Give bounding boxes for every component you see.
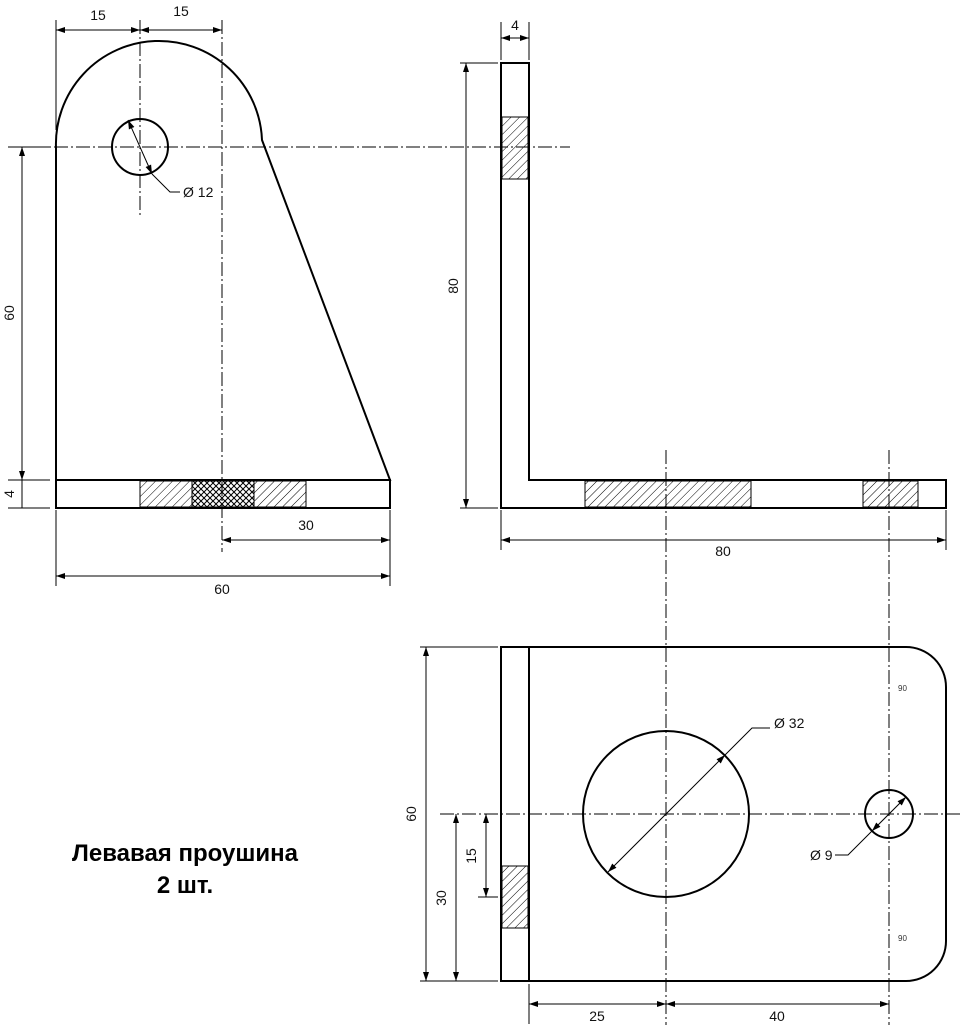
dim-label-small-hole: Ø 9 [810, 847, 833, 863]
part-title-name: Левавая проушина [72, 840, 298, 867]
front-view-outline [54, 39, 392, 481]
hole-leader [151, 173, 180, 193]
dim-label-pos-25: 25 [589, 1008, 605, 1024]
side-view-hatch-vertical [501, 116, 529, 180]
dim-label-offset-15: 15 [463, 848, 479, 864]
dim-label-15-right: 15 [173, 3, 189, 19]
dim-label-pos-40: 40 [769, 1008, 785, 1024]
dim-label-15-left: 15 [90, 7, 106, 23]
small-hole-dim-line [871, 796, 907, 832]
corner-label-bottom: 90 [898, 934, 907, 943]
top-view-outline [500, 646, 947, 982]
dim-label-width-60: 60 [214, 581, 230, 597]
big-hole-dim-line [607, 754, 726, 873]
front-view-base-crosshatch [191, 480, 255, 508]
hole-dim-line [127, 119, 153, 175]
top-view-hatch [501, 865, 529, 929]
dim-label-offset-30: 30 [433, 890, 449, 906]
dim-label-side-height-80: 80 [445, 278, 461, 294]
front-view-base-hatch-left [139, 480, 193, 508]
side-view: 4 80 80 [445, 17, 947, 1025]
dim-label-half-width-30: 30 [298, 517, 314, 533]
front-view-base-hatch-right [253, 480, 307, 508]
front-view-base [55, 479, 391, 509]
dim-label-big-hole: Ø 32 [774, 715, 805, 731]
front-view: 15 15 Ø 12 60 4 30 60 [1, 3, 570, 597]
part-title: Левавая проушина 2 шт. [30, 838, 340, 902]
dim-label-height-60: 60 [1, 305, 17, 321]
part-title-quantity: 2 шт. [156, 872, 214, 899]
dim-label-side-thickness-4: 4 [511, 17, 519, 33]
big-hole-leader [724, 727, 770, 756]
small-hole-leader [835, 830, 873, 856]
dim-label-top-width-60: 60 [403, 806, 419, 822]
side-view-hatch-center [584, 480, 752, 508]
side-view-outline [500, 62, 947, 509]
side-view-hatch-right [862, 480, 919, 508]
dim-label-hole-diameter: Ø 12 [183, 184, 214, 200]
dim-label-thickness-4: 4 [1, 490, 17, 498]
dim-label-side-length-80: 80 [715, 543, 731, 559]
corner-label-top: 90 [898, 684, 907, 693]
top-view: Ø 32 Ø 9 90 90 60 30 15 25 40 [403, 646, 960, 1024]
